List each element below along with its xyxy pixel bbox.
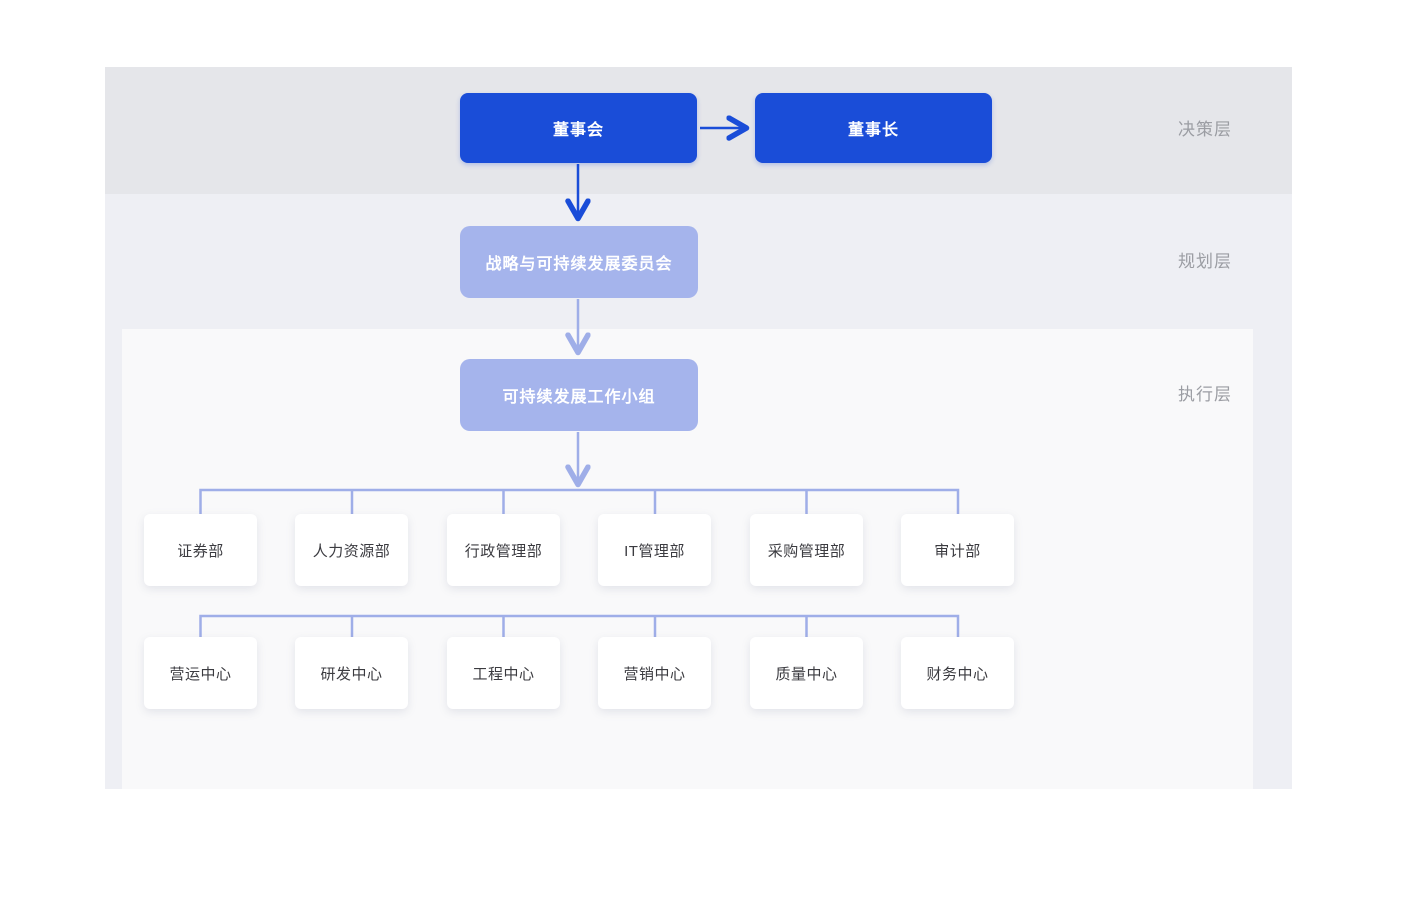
- node-center: 质量中心: [750, 637, 863, 709]
- node-center: 财务中心: [901, 637, 1014, 709]
- node-center: 营销中心: [598, 637, 711, 709]
- node-department: 行政管理部: [447, 514, 560, 586]
- node-center: 研发中心: [295, 637, 408, 709]
- node-center: 营运中心: [144, 637, 257, 709]
- node-department: IT管理部: [598, 514, 711, 586]
- node-department: 证券部: [144, 514, 257, 586]
- node-strategy-committee: 战略与可持续发展委员会: [460, 226, 698, 298]
- node-board-of-directors: 董事会: [460, 93, 697, 163]
- node-chairman: 董事长: [755, 93, 992, 163]
- decision-layer-band: [105, 67, 1292, 194]
- node-department: 人力资源部: [295, 514, 408, 586]
- node-department: 审计部: [901, 514, 1014, 586]
- node-department: 采购管理部: [750, 514, 863, 586]
- layer-label-planning: 规划层: [1178, 252, 1232, 271]
- node-sustainability-workgroup: 可持续发展工作小组: [460, 359, 698, 431]
- node-center: 工程中心: [447, 637, 560, 709]
- layer-label-decision: 决策层: [1178, 120, 1232, 139]
- layer-label-execution: 执行层: [1178, 385, 1232, 404]
